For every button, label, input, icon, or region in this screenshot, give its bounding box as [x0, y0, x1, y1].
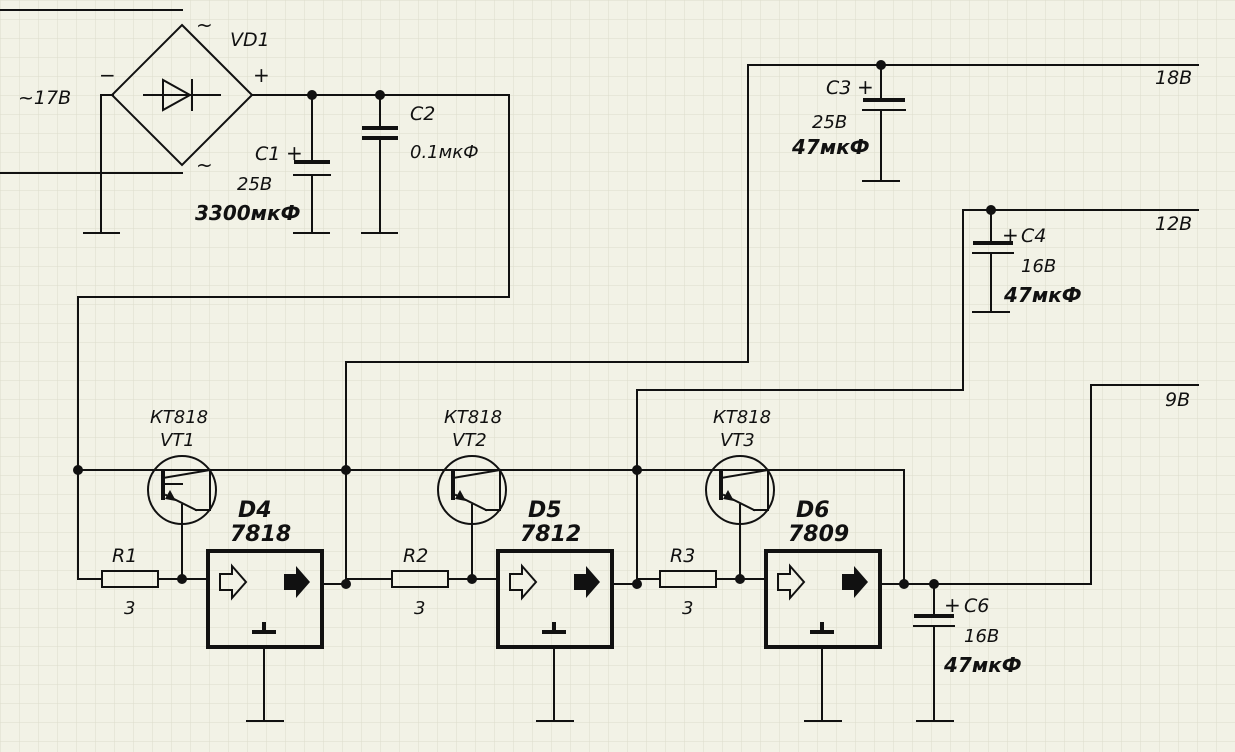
resistor-r1: R1 3	[101, 545, 209, 619]
bridge-plus-mark: +	[253, 63, 270, 87]
c6-value-label: 47мкФ	[943, 653, 1022, 677]
regulator-d4: D4 7818	[206, 498, 347, 722]
c3-name-label: C3	[826, 77, 851, 99]
input-arrow-icon	[777, 563, 806, 601]
vt1-type-label: КТ818	[150, 407, 208, 428]
junction-node	[375, 90, 385, 100]
input-arrow-icon	[509, 563, 538, 601]
d6-part-label: 7809	[788, 522, 849, 547]
c6-plus-mark: +	[944, 593, 961, 617]
capacitor-c6: + C6 16В 47мкФ	[913, 583, 1022, 722]
junction-node	[307, 90, 317, 100]
rail-18v-wire	[345, 64, 1199, 363]
input-voltage-label: ~17В	[18, 87, 71, 109]
c2-name-label: C2	[410, 103, 435, 125]
c6-name-label: C6	[964, 595, 989, 617]
output-arrow-icon	[284, 566, 310, 598]
collector-line	[77, 469, 905, 585]
main-rail-wire	[77, 94, 510, 580]
c1-name-label: C1	[255, 143, 280, 165]
emitter-arrow-icon	[165, 490, 176, 501]
transistor-vt2: КТ818 VT2	[437, 407, 507, 580]
regulator-d6: D6 7809	[764, 498, 935, 722]
junction-node	[876, 60, 886, 70]
transistor-vt3: КТ818 VT3	[705, 407, 775, 580]
bridge-minus-mark: −	[99, 63, 116, 87]
r1-name-label: R1	[112, 545, 137, 567]
c4-voltage-label: 16В	[1021, 256, 1056, 277]
bridge-rectifier-vd1: ~ ~ + − VD1	[99, 13, 270, 177]
junction-node	[341, 465, 351, 475]
c1-value-label: 3300мкФ	[195, 201, 300, 225]
resistor-r3: R3 3	[636, 545, 767, 619]
c3-voltage-label: 25В	[812, 112, 847, 133]
c1-plus-mark: +	[286, 141, 303, 165]
c2-value-label: 0.1мкФ	[410, 142, 479, 163]
capacitor-c3: C3 + 25В 47мкФ	[791, 60, 906, 182]
input-section: ~17В	[0, 9, 183, 234]
c4-name-label: C4	[1021, 225, 1046, 247]
regulator-d5: D5 7812	[496, 498, 638, 722]
bridge-minus-wire	[100, 94, 114, 234]
emitter-arrow-icon	[455, 490, 466, 501]
diode-icon	[162, 78, 193, 112]
junction-node	[467, 574, 477, 584]
bridge-name-label: VD1	[230, 29, 270, 51]
junction-nodes	[73, 465, 939, 589]
d4-name-label: D4	[238, 498, 272, 523]
c4-plus-mark: +	[1002, 223, 1019, 247]
output-12v-label: 12В	[1155, 213, 1192, 235]
junction-node	[899, 579, 909, 589]
d4-part-label: 7818	[230, 522, 291, 547]
rail-9v-wire	[933, 384, 1199, 585]
r2-name-label: R2	[403, 545, 428, 567]
vt2-type-label: КТ818	[444, 407, 502, 428]
d5-part-label: 7812	[520, 522, 581, 547]
output-arrow-icon	[842, 566, 868, 598]
transistor-vt1: КТ818 VT1	[147, 407, 217, 580]
output-18v-label: 18В	[1155, 67, 1192, 89]
r3-name-label: R3	[670, 545, 695, 567]
capacitor-c1: C1 + 25В 3300мкФ	[195, 90, 331, 234]
c1-voltage-label: 25В	[237, 174, 272, 195]
c4-value-label: 47мкФ	[1003, 283, 1082, 307]
r3-value-label: 3	[682, 598, 693, 619]
r1-value-label: 3	[124, 598, 135, 619]
bridge-ac-mark-bottom: ~	[196, 153, 213, 177]
c3-plus-mark: +	[857, 75, 874, 99]
junction-node	[73, 465, 83, 475]
vt2-name-label: VT2	[452, 430, 487, 451]
junction-node	[735, 574, 745, 584]
junction-node	[341, 579, 351, 589]
rail-12v-wire	[636, 209, 1199, 391]
vt3-type-label: КТ818	[713, 407, 771, 428]
capacitor-c4: + C4 16В 47мкФ	[972, 205, 1082, 313]
junction-node	[929, 579, 939, 589]
output-arrow-icon	[574, 566, 600, 598]
junction-node	[986, 205, 996, 215]
emitter-arrow-icon	[723, 490, 734, 501]
vt3-name-label: VT3	[720, 430, 755, 451]
c6-voltage-label: 16В	[964, 626, 999, 647]
junction-node	[177, 574, 187, 584]
junction-node	[632, 465, 642, 475]
d6-name-label: D6	[796, 498, 830, 523]
resistor-r2: R2 3	[345, 545, 499, 619]
r2-value-label: 3	[414, 598, 425, 619]
capacitor-c2: C2 0.1мкФ	[361, 90, 479, 234]
junction-node	[632, 579, 642, 589]
vt1-name-label: VT1	[160, 430, 195, 451]
input-arrow-icon	[219, 563, 248, 601]
d5-name-label: D5	[528, 498, 562, 523]
output-9v-label: 9В	[1165, 389, 1190, 411]
bridge-ac-mark-top: ~	[196, 13, 213, 37]
c3-value-label: 47мкФ	[791, 135, 870, 159]
